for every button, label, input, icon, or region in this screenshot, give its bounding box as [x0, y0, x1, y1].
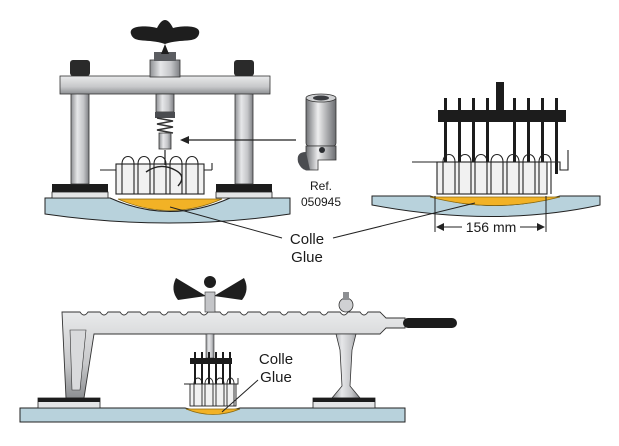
dimension-label: 156 mm — [466, 219, 517, 235]
bridge-puller-assembly: Ref. 050945 — [44, 20, 341, 224]
left-foot-base — [51, 191, 109, 199]
left-foot-pad — [52, 184, 108, 193]
center-collar — [149, 59, 181, 78]
lever-wing-knob-icon — [173, 276, 247, 313]
beam-adjust-knob-icon — [338, 292, 354, 313]
glue-label-fr: Colle — [290, 231, 324, 248]
right-support-post — [331, 333, 361, 399]
glue-layer — [117, 198, 223, 211]
crossbar — [59, 75, 271, 95]
adapter-pointer-arrow — [180, 136, 296, 144]
wing-knob-icon — [130, 20, 200, 54]
side-glue-tab — [412, 150, 569, 195]
adapter-part-icon — [297, 93, 337, 171]
left-leg-knob — [70, 60, 90, 76]
glue-label-en: Glue — [291, 249, 323, 266]
left-leg — [70, 91, 90, 185]
glue-label-fr-bottom: Colle — [259, 351, 293, 368]
glue-callout-top: Colle Glue — [169, 202, 476, 266]
bottom-glue-layer — [185, 408, 241, 415]
right-leg — [234, 91, 254, 185]
spring-icon — [156, 117, 174, 134]
lever-beam — [61, 311, 406, 399]
ref-label-line2: 050945 — [301, 195, 341, 209]
lever-puller-assembly: Colle Glue — [19, 276, 457, 423]
center-shaft — [155, 93, 175, 113]
glue-tab — [100, 150, 213, 195]
side-pins — [444, 82, 558, 174]
right-foot-pad — [216, 184, 272, 193]
glue-callout-bottom-line — [221, 379, 259, 413]
glue-label-en-bottom: Glue — [260, 369, 292, 386]
side-view-assembly: 156 mm — [371, 82, 601, 235]
right-leg-knob — [234, 60, 254, 76]
bottom-glue-tab — [184, 377, 239, 407]
lever-handle — [403, 318, 457, 328]
side-glue-layer — [429, 196, 561, 206]
body-panel — [44, 197, 291, 224]
ref-label-line1: Ref. — [310, 179, 332, 193]
right-foot-base — [215, 191, 273, 199]
bottom-pins — [194, 352, 231, 394]
